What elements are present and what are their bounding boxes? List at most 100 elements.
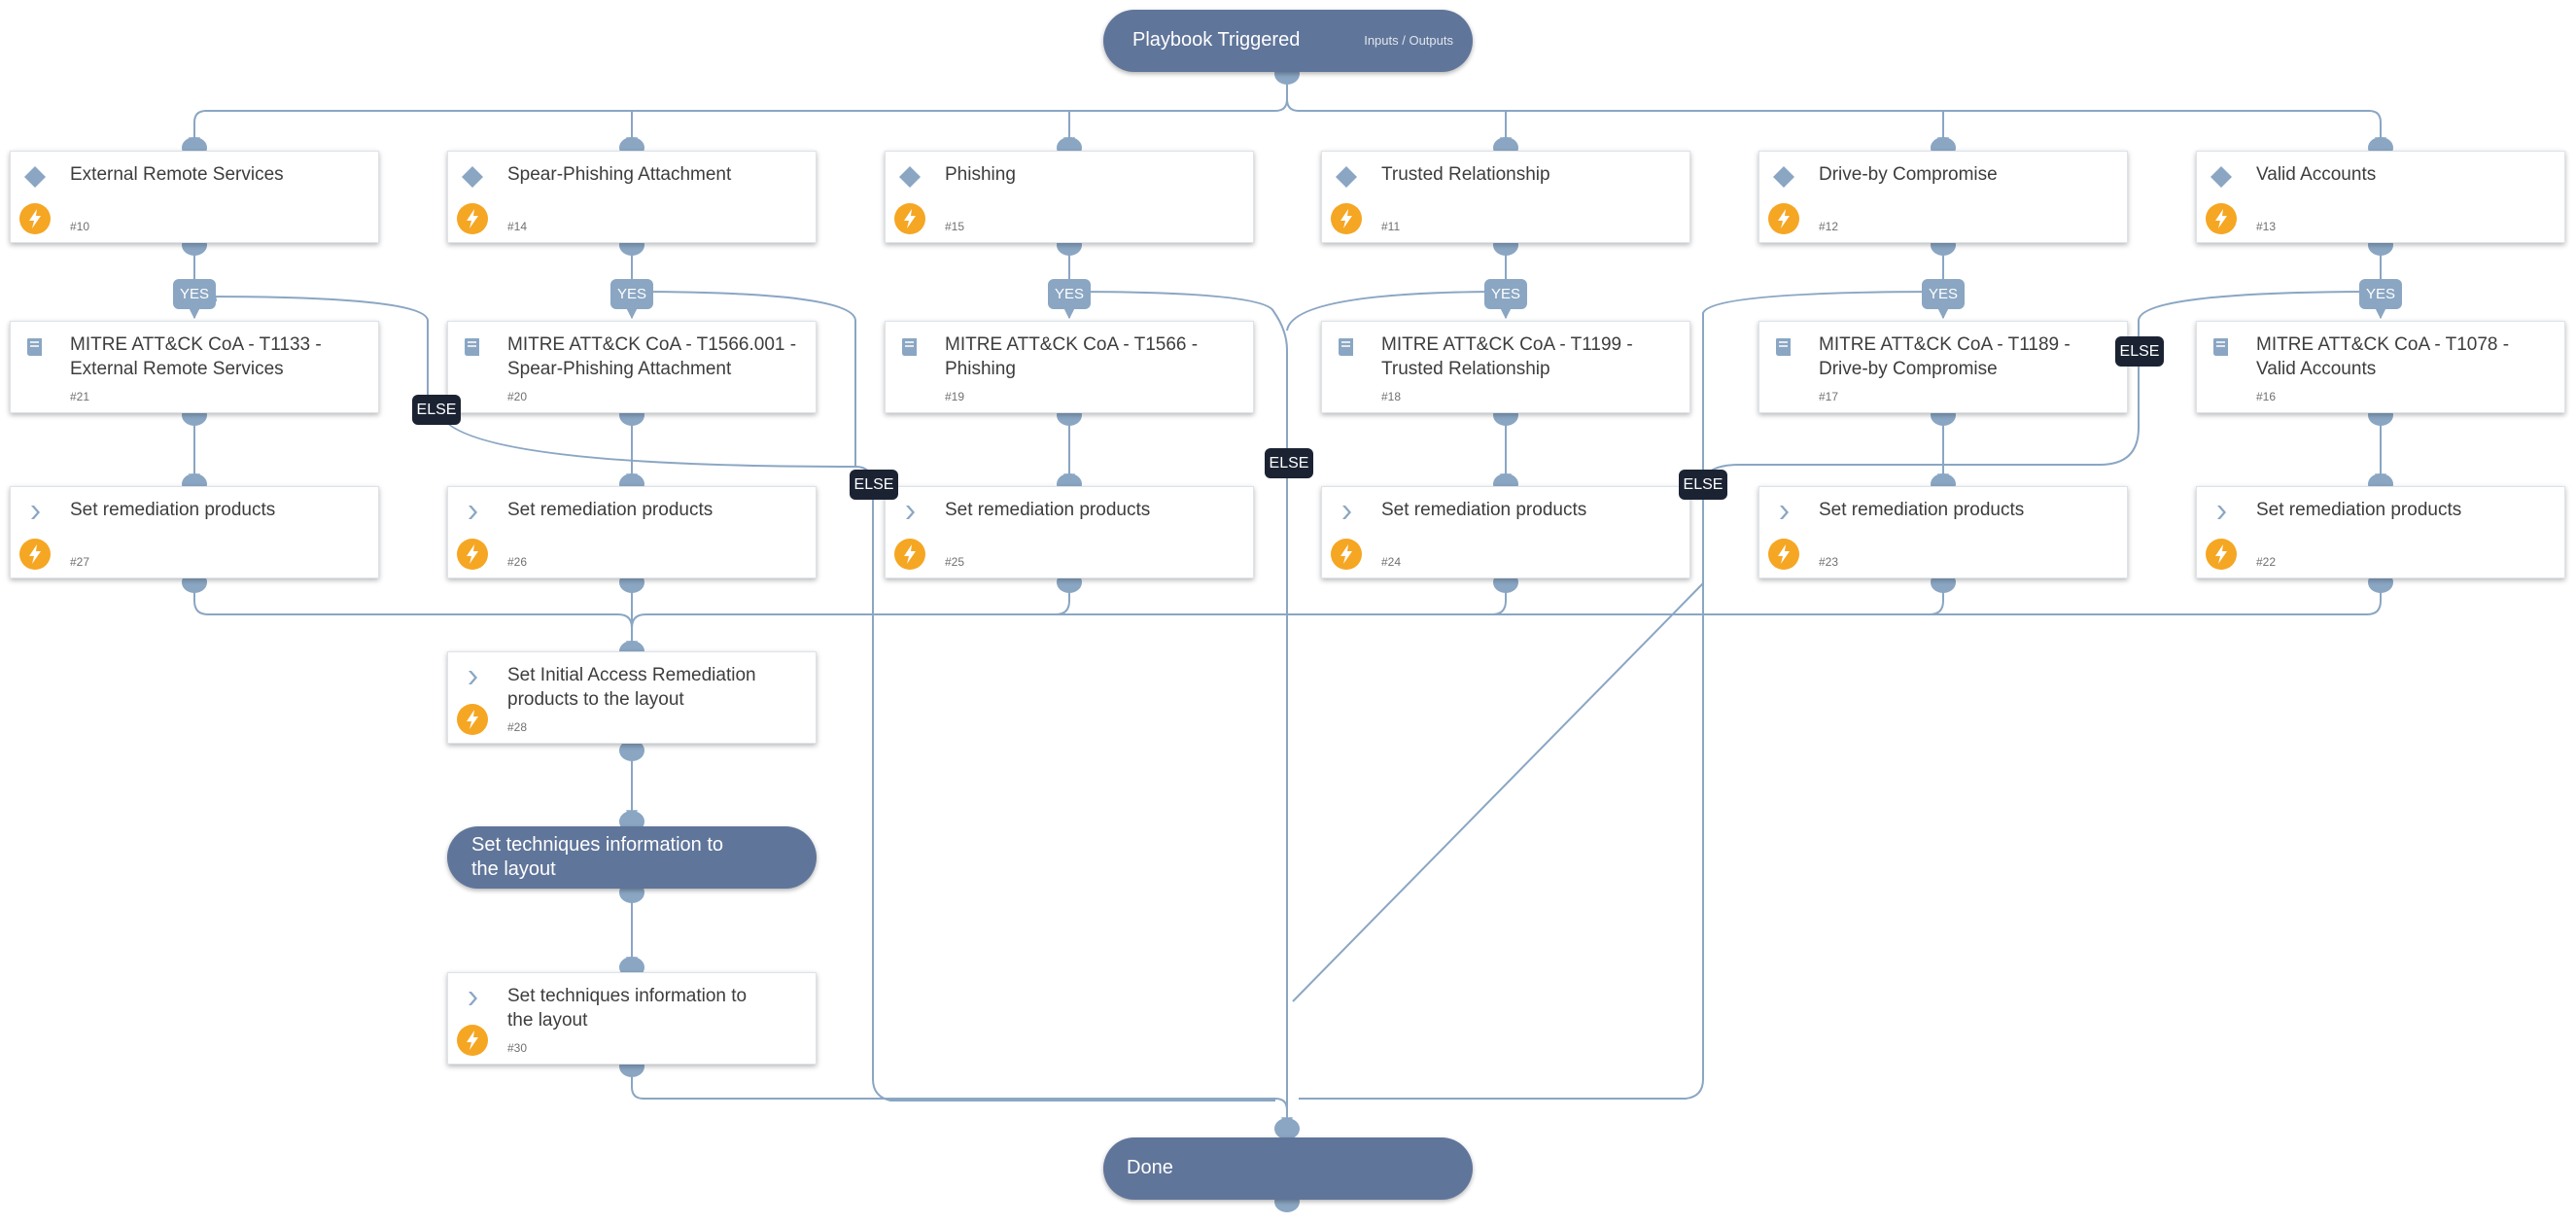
remediation-task-2[interactable]: Set remediation products #26 (447, 486, 817, 578)
task-title: Set remediation products (945, 500, 1151, 520)
task-number: #30 (507, 1041, 528, 1055)
condition-task-2[interactable]: Spear-Phishing Attachment #14 (447, 151, 817, 243)
subplaybook-task-6[interactable]: MITRE ATT&CK CoA - T1078 - Valid Account… (2196, 321, 2565, 413)
book-icon (460, 334, 485, 360)
task-number: #11 (1381, 220, 1401, 233)
condition-task-6[interactable]: Valid Accounts #13 (2196, 151, 2565, 243)
task-title: Set techniques information to the layout (507, 986, 748, 1031)
task-title: MITRE ATT&CK CoA - T1189 - Drive-by Comp… (1819, 334, 2071, 379)
remediation-task-1[interactable]: Set remediation products #27 (10, 486, 379, 578)
task-number: #24 (1381, 555, 1402, 569)
task-number: #15 (945, 220, 965, 233)
diamond-icon (1334, 164, 1359, 190)
task-title: MITRE ATT&CK CoA - T1133 - External Remo… (70, 334, 322, 379)
task-title: Set remediation products (1381, 500, 1587, 520)
yes-branch-label: YES (173, 279, 216, 309)
yes-branch-label: YES (1484, 279, 1527, 309)
remediation-task-6[interactable]: Set remediation products#22 (2196, 486, 2565, 578)
task-title: Drive-by Compromise (1819, 164, 1998, 185)
start-node-label: Playbook Triggered (1132, 29, 1301, 51)
book-icon (897, 334, 922, 360)
else-branch-label: ELSE (2115, 336, 2164, 367)
chevron-right-icon (1334, 500, 1359, 525)
task-number: #12 (1819, 220, 1839, 233)
task-title: Trusted Relationship (1381, 164, 1550, 185)
task-title: Set remediation products (507, 500, 714, 520)
task-number: #22 (2256, 555, 2277, 569)
task-number: #16 (2256, 390, 2277, 403)
task-number: #10 (70, 220, 90, 233)
task-title: MITRE ATT&CK CoA - T1566.001 - Spear-Phi… (507, 334, 797, 379)
diamond-icon (22, 164, 48, 190)
task-title: Set remediation products (70, 500, 276, 520)
chevron-right-icon (460, 500, 485, 525)
remediation-task-5[interactable]: Set remediation products#23 (1758, 486, 2128, 578)
lightning-bolt-icon (457, 539, 488, 570)
lightning-bolt-icon (19, 203, 51, 234)
task-number: #14 (507, 220, 528, 233)
task-title: MITRE ATT&CK CoA - T1078 - Valid Account… (2256, 334, 2510, 379)
condition-task-3[interactable]: Phishing #15 (885, 151, 1254, 243)
section-node-label: Set techniques information to the layout (471, 834, 724, 880)
else-branch-label: ELSE (412, 395, 461, 425)
chevron-right-icon (460, 986, 485, 1011)
end-node-label: Done (1127, 1157, 1173, 1178)
lightning-bolt-icon (2206, 203, 2237, 234)
subplaybook-task-2[interactable]: MITRE ATT&CK CoA - T1566.001 - Spear-Phi… (447, 321, 817, 413)
lightning-bolt-icon (894, 539, 925, 570)
remediation-task-3[interactable]: Set remediation products#25 (885, 486, 1254, 578)
task-number: #20 (507, 390, 528, 403)
diamond-icon (2209, 164, 2234, 190)
yes-branch-label: YES (1922, 279, 1965, 309)
task-number: #27 (70, 555, 90, 569)
diamond-icon (1771, 164, 1796, 190)
task-title: Phishing (945, 164, 1016, 185)
inputs-outputs-link[interactable]: Inputs / Outputs (1364, 33, 1453, 48)
chevron-right-icon (897, 500, 922, 525)
condition-task-4[interactable]: Trusted Relationship #11 (1321, 151, 1690, 243)
chevron-right-icon (2209, 500, 2234, 525)
remediation-task-4[interactable]: Set remediation products #24 (1321, 486, 1690, 578)
subplaybook-task-3[interactable]: MITRE ATT&CK CoA - T1566 - Phishing#19 (885, 321, 1254, 413)
task-number: #28 (507, 720, 528, 734)
task-number: #13 (2256, 220, 2277, 233)
condition-task-5[interactable]: Drive-by Compromise #12 (1758, 151, 2128, 243)
lightning-bolt-icon (2206, 539, 2237, 570)
chevron-right-icon (22, 500, 48, 525)
task-number: #19 (945, 390, 965, 403)
lightning-bolt-icon (894, 203, 925, 234)
lightning-bolt-icon (457, 203, 488, 234)
lightning-bolt-icon (1331, 203, 1362, 234)
subplaybook-task-5[interactable]: MITRE ATT&CK CoA - T1189 - Drive-by Comp… (1758, 321, 2128, 413)
wire-trigger-bus (189, 74, 1288, 150)
task-set-initial-access-remediation[interactable]: Set Initial Access Remediation products … (447, 651, 817, 744)
yes-branch-label: YES (1048, 279, 1091, 309)
else-branch-label: ELSE (850, 470, 898, 500)
task-title: Set remediation products (1819, 500, 2025, 520)
playbook-triggered-node[interactable]: Playbook Triggered Inputs / Outputs (1103, 10, 1473, 72)
yes-branch-label: YES (2359, 279, 2402, 309)
task-number: #26 (507, 555, 528, 569)
book-icon (22, 334, 48, 360)
subplaybook-task-1[interactable]: MITRE ATT&CK CoA - T1133 - External Remo… (10, 321, 379, 413)
condition-task-1[interactable]: External Remote Services#10 (10, 151, 379, 243)
task-number: #21 (70, 390, 90, 403)
diamond-icon (897, 164, 922, 190)
section-set-techniques-information[interactable]: Set techniques information to the layout (447, 826, 817, 889)
lightning-bolt-icon (1331, 539, 1362, 570)
task-set-techniques-information[interactable]: Set techniques information to the layout… (447, 972, 817, 1065)
wire-trigger-bus-right (1286, 98, 2386, 150)
lightning-bolt-icon (457, 704, 488, 735)
done-node[interactable]: Done (1103, 1137, 1473, 1200)
yes-branch-label: YES (610, 279, 653, 309)
task-title: Set Initial Access Remediation products … (507, 665, 756, 710)
else-branch-label: ELSE (1679, 470, 1727, 500)
book-icon (2209, 334, 2234, 360)
subplaybook-task-4[interactable]: MITRE ATT&CK CoA - T1199 - Trusted Relat… (1321, 321, 1690, 413)
book-icon (1334, 334, 1359, 360)
task-number: #18 (1381, 390, 1402, 403)
diamond-icon (460, 164, 485, 190)
task-title: Valid Accounts (2256, 164, 2377, 185)
task-title: Spear-Phishing Attachment (507, 164, 732, 185)
